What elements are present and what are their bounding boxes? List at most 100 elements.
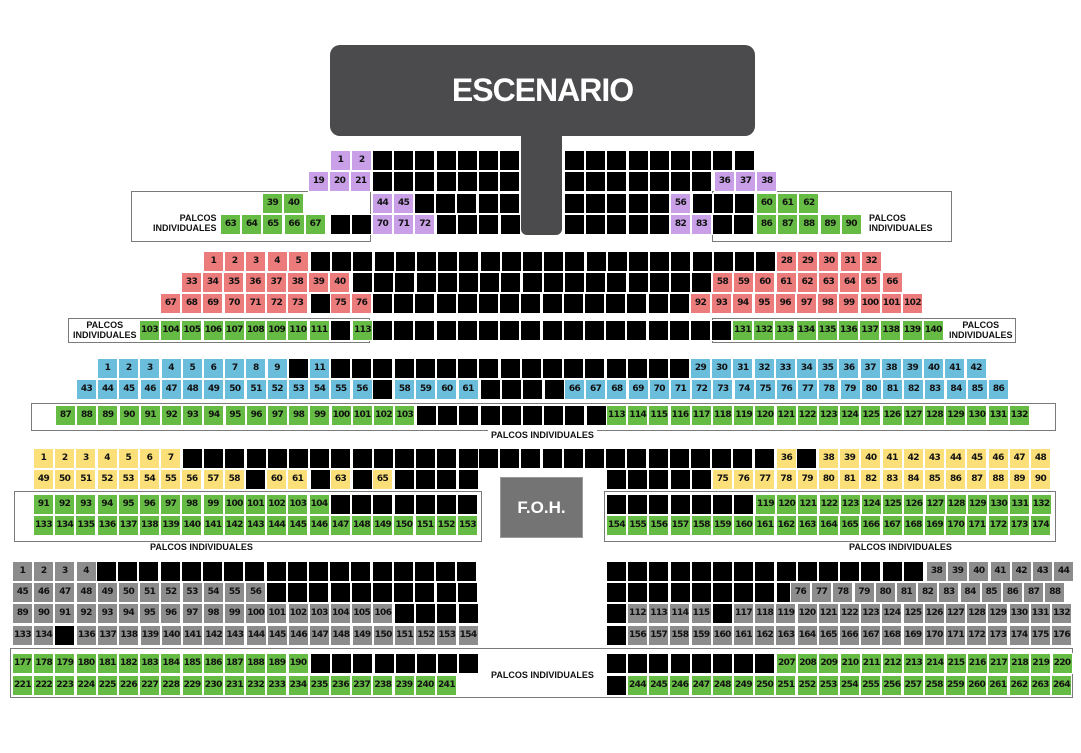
seat-yellow[interactable]: 63 (330, 469, 351, 490)
seat-green[interactable]: 91 (33, 494, 54, 515)
seat-yellow[interactable]: 52 (96, 469, 118, 490)
seat-green[interactable]: 165 (839, 515, 861, 536)
seat-blue[interactable]: 51 (245, 379, 267, 400)
seat-green[interactable]: 61 (777, 193, 799, 214)
seat-pink[interactable]: 3 (245, 251, 267, 272)
seat-gray[interactable]: 175 (1029, 625, 1051, 646)
seat-blue[interactable]: 83 (924, 379, 946, 400)
seat-pink[interactable]: 73 (287, 293, 309, 314)
seat-green[interactable]: 156 (648, 515, 670, 536)
seat-yellow[interactable]: 48 (1030, 448, 1051, 469)
seat-blue[interactable]: 69 (627, 379, 649, 400)
seat-green[interactable]: 94 (96, 494, 118, 515)
seat-green[interactable]: 111 (308, 320, 330, 341)
seat-gray[interactable]: 163 (775, 625, 797, 646)
seat-blue[interactable]: 49 (203, 379, 225, 400)
seat-yellow[interactable]: 76 (733, 469, 755, 490)
seat-blue[interactable]: 75 (754, 379, 776, 400)
seat-green[interactable]: 231 (224, 675, 245, 696)
seat-gray[interactable]: 80 (874, 582, 896, 603)
seat-gray[interactable]: 159 (690, 625, 712, 646)
seat-green[interactable]: 147 (329, 515, 351, 536)
seat-blue[interactable]: 46 (139, 379, 161, 400)
seat-gray[interactable]: 139 (139, 625, 161, 646)
seat-green[interactable]: 105 (181, 320, 203, 341)
seat-pink[interactable]: 97 (796, 293, 817, 314)
seat-green[interactable]: 114 (627, 405, 649, 426)
seat-blue[interactable]: 84 (945, 379, 967, 400)
seat-green[interactable]: 136 (838, 320, 859, 341)
seat-green[interactable]: 101 (245, 494, 266, 515)
seat-green[interactable]: 102 (373, 405, 394, 426)
seat-gray[interactable]: 83 (938, 582, 960, 603)
seat-purple[interactable]: 19 (308, 171, 329, 192)
seat-green[interactable]: 213 (903, 653, 925, 674)
seat-pink[interactable]: 99 (838, 293, 860, 314)
seat-purple[interactable]: 83 (691, 214, 713, 235)
seat-green[interactable]: 118 (712, 405, 733, 426)
seat-green[interactable]: 87 (777, 214, 799, 235)
seat-green[interactable]: 179 (54, 653, 76, 674)
seat-green[interactable]: 121 (775, 405, 797, 426)
seat-green[interactable]: 188 (245, 653, 267, 674)
seat-green[interactable]: 207 (776, 653, 797, 674)
seat-pink[interactable]: 75 (330, 293, 351, 314)
seat-gray[interactable]: 171 (945, 625, 966, 646)
seat-blue[interactable]: 54 (309, 379, 331, 400)
seat-green[interactable]: 101 (351, 405, 373, 426)
seat-green[interactable]: 185 (181, 653, 203, 674)
seat-green[interactable]: 128 (945, 494, 967, 515)
seat-blue[interactable]: 52 (266, 379, 288, 400)
seat-pink[interactable]: 95 (753, 293, 775, 314)
seat-green[interactable]: 128 (924, 405, 945, 426)
seat-green[interactable]: 170 (945, 515, 967, 536)
seat-green[interactable]: 238 (372, 675, 394, 696)
seat-green[interactable]: 189 (266, 653, 288, 674)
seat-green[interactable]: 162 (775, 515, 797, 536)
seat-gray[interactable]: 1 (12, 561, 33, 582)
seat-green[interactable]: 145 (287, 515, 309, 536)
seat-green[interactable]: 98 (181, 494, 203, 515)
seat-green[interactable]: 124 (839, 405, 861, 426)
seat-gray[interactable]: 44 (1053, 561, 1075, 582)
seat-green[interactable]: 256 (881, 675, 903, 696)
seat-blue[interactable]: 50 (224, 379, 246, 400)
seat-green[interactable]: 223 (54, 675, 76, 696)
seat-green[interactable]: 186 (202, 653, 224, 674)
seat-green[interactable]: 177 (12, 653, 33, 674)
seat-gray[interactable]: 132 (1051, 603, 1072, 624)
seat-blue[interactable]: 5 (181, 358, 203, 379)
seat-blue[interactable]: 38 (880, 358, 902, 379)
seat-gray[interactable]: 145 (266, 625, 288, 646)
seat-green[interactable]: 180 (75, 653, 97, 674)
seat-yellow[interactable]: 38 (818, 448, 839, 469)
seat-green[interactable]: 140 (181, 515, 203, 536)
seat-blue[interactable]: 31 (732, 358, 754, 379)
seat-gray[interactable]: 103 (308, 603, 330, 624)
seat-yellow[interactable]: 3 (75, 448, 97, 469)
seat-gray[interactable]: 98 (202, 603, 224, 624)
seat-green[interactable]: 184 (160, 653, 182, 674)
seat-green[interactable]: 132 (1030, 494, 1052, 515)
seat-purple[interactable]: 2 (351, 150, 373, 171)
seat-green[interactable]: 174 (1030, 515, 1051, 536)
seat-blue[interactable]: 81 (882, 379, 903, 400)
seat-gray[interactable]: 117 (733, 603, 754, 624)
seat-green[interactable]: 261 (987, 675, 1009, 696)
seat-blue[interactable]: 67 (585, 379, 607, 400)
seat-gray[interactable]: 148 (330, 625, 352, 646)
seat-gray[interactable]: 4 (75, 561, 97, 582)
seat-green[interactable]: 134 (795, 320, 817, 341)
seat-gray[interactable]: 156 (627, 625, 648, 646)
seat-green[interactable]: 92 (54, 494, 76, 515)
seat-yellow[interactable]: 81 (839, 469, 861, 490)
seat-blue[interactable]: 3 (139, 358, 161, 379)
seat-purple[interactable]: 38 (756, 171, 778, 192)
seat-green[interactable]: 60 (756, 193, 777, 214)
seat-gray[interactable]: 94 (118, 603, 139, 624)
seat-blue[interactable]: 72 (691, 379, 713, 400)
seat-gray[interactable]: 141 (182, 625, 203, 646)
seat-green[interactable]: 121 (797, 494, 819, 515)
seat-gray[interactable]: 54 (202, 582, 224, 603)
seat-green[interactable]: 122 (796, 405, 818, 426)
